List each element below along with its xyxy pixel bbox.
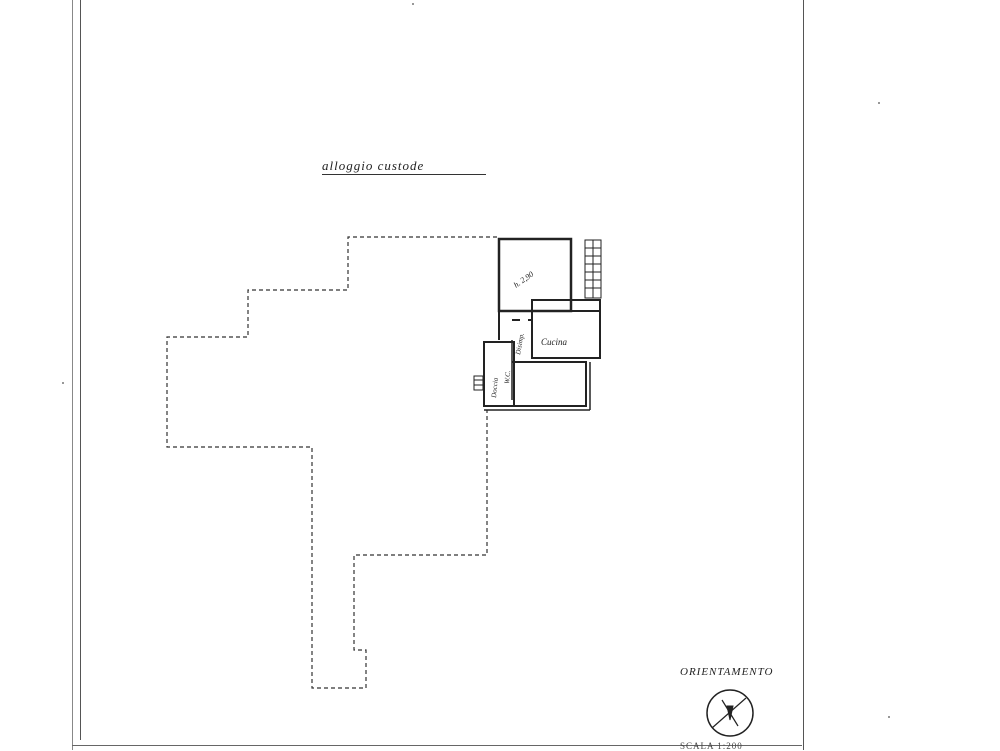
orientation-label: ORIENTAMENTO [680,666,774,678]
apartment-walls [483,237,601,411]
label-main-room: h. 2,90 [512,270,535,290]
scan-speck [888,716,890,718]
sheet-border-outer [72,0,73,750]
label-disimpegno: Disimp. [514,332,526,356]
sheet-border-left [80,0,81,740]
label-wc: W.C. [503,370,512,384]
scan-speck [412,3,414,5]
sheet-border-right [803,0,804,750]
north-arrow-icon [706,689,754,737]
title-underline [322,174,486,175]
label-cucina: Cucina [541,337,567,347]
label-doccia: Doccia [490,377,500,399]
stair [584,239,602,299]
window-marker [473,375,484,391]
drawing-title: alloggio custode [322,158,425,173]
sheet-border-bottom [72,745,802,746]
scale-label: SCALA 1:200 [680,741,743,751]
building-footprint-outline [166,236,497,689]
scan-speck [878,102,880,104]
scan-speck [62,382,64,384]
